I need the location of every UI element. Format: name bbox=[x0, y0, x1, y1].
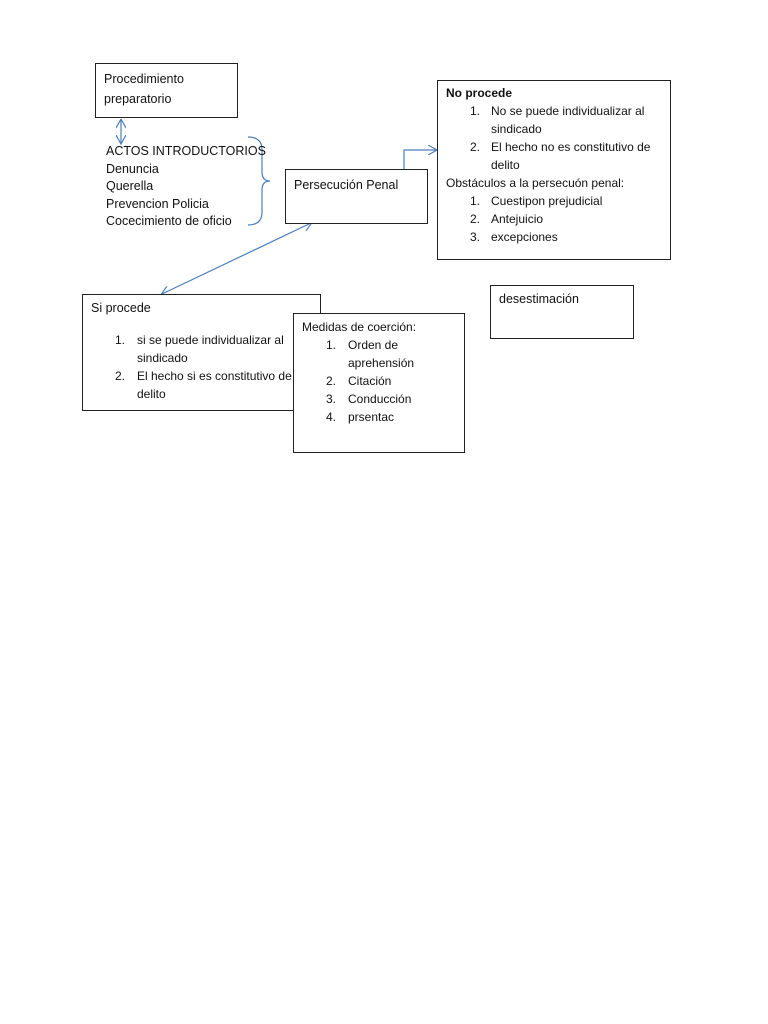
list-number: 3. bbox=[326, 392, 337, 406]
medidas-list: 1. Orden de aprehensión 2. Citación 3. C… bbox=[326, 336, 456, 426]
list-item: 3. Conducción bbox=[326, 390, 456, 408]
procedimiento-box: Procedimiento preparatorio bbox=[95, 63, 238, 118]
persecucion-label: Persecución Penal bbox=[294, 178, 399, 192]
medidas-box: Medidas de coerción: 1. Orden de aprehen… bbox=[293, 313, 465, 453]
list-text: aprehensión bbox=[348, 356, 415, 370]
list-text: delito bbox=[491, 158, 520, 172]
list-item: 2. Antejuicio bbox=[470, 210, 662, 228]
list-number: 1. bbox=[470, 104, 481, 118]
si-procede-title: Si procede bbox=[91, 301, 151, 315]
list-text: No se puede individualizar al bbox=[491, 104, 645, 118]
medidas-title: Medidas de coerción: bbox=[302, 320, 417, 334]
actos-item: Prevencion Policia bbox=[106, 196, 209, 211]
obstaculos-list: 1. Cuestipon prejudicial 2. Antejuicio 3… bbox=[470, 192, 662, 246]
list-number: 1. bbox=[470, 194, 481, 208]
procedimiento-line1: Procedimiento bbox=[104, 72, 184, 86]
double-arrow-persecucion-si-procede bbox=[162, 223, 311, 294]
brace-actos bbox=[247, 136, 271, 226]
list-item: 3. excepciones bbox=[470, 228, 662, 246]
list-item: 1. No se puede individualizar al sindica… bbox=[470, 102, 662, 138]
list-number: 2. bbox=[115, 369, 126, 383]
procedimiento-line2: preparatorio bbox=[104, 92, 172, 106]
list-text: Citación bbox=[348, 374, 392, 388]
list-text: sindicado bbox=[491, 122, 542, 136]
desestimacion-label: desestimación bbox=[499, 292, 579, 306]
actos-item: Cocecimiento de oficio bbox=[106, 214, 232, 228]
list-item: 2. El hecho no es constitutivo de delito bbox=[470, 138, 662, 174]
list-text: Cuestipon prejudicial bbox=[491, 194, 603, 208]
no-procede-list: 1. No se puede individualizar al sindica… bbox=[470, 102, 662, 174]
persecucion-box: Persecución Penal bbox=[285, 169, 428, 224]
arrow-persecucion-no-procede bbox=[403, 150, 436, 169]
obstaculos-title: Obstáculos a la persecuón penal: bbox=[446, 176, 625, 190]
no-procede-box: No procede 1. No se puede individualizar… bbox=[437, 80, 671, 260]
list-number: 3. bbox=[470, 230, 481, 244]
list-text: El hecho no es constitutivo de bbox=[491, 140, 651, 154]
list-text: sindicado bbox=[137, 351, 188, 365]
actos-title: ACTOS INTRODUCTORIOS bbox=[106, 144, 266, 158]
list-text: Orden de bbox=[348, 338, 399, 352]
actos-item: Querella bbox=[106, 179, 154, 193]
list-number: 2. bbox=[470, 140, 481, 154]
no-procede-title: No procede bbox=[446, 86, 513, 100]
list-number: 1. bbox=[326, 338, 337, 352]
list-number: 1. bbox=[115, 333, 126, 347]
list-item: 1. Cuestipon prejudicial bbox=[470, 192, 662, 210]
list-text: Antejuicio bbox=[491, 212, 544, 226]
list-number: 2. bbox=[470, 212, 481, 226]
si-procede-box: Si procede 1. si se puede individualizar… bbox=[82, 294, 321, 411]
list-item: 1. Orden de aprehensión bbox=[326, 336, 456, 372]
list-item: 1. si se puede individualizar al sindica… bbox=[115, 331, 312, 367]
desestimacion-box: desestimación bbox=[490, 285, 634, 339]
list-text: Conducción bbox=[348, 392, 412, 406]
list-text: El hecho si es constitutivo de bbox=[137, 369, 292, 383]
actos-item: Denuncia bbox=[106, 161, 159, 176]
list-number: 4. bbox=[326, 410, 337, 424]
list-text: delito bbox=[137, 387, 166, 401]
list-item: 2. El hecho si es constitutivo de delito bbox=[115, 367, 312, 403]
list-number: 2. bbox=[326, 374, 337, 388]
list-text: excepciones bbox=[491, 230, 558, 244]
si-procede-list: 1. si se puede individualizar al sindica… bbox=[115, 331, 312, 403]
list-item: 4. prsentac bbox=[326, 408, 456, 426]
actos-list: ACTOS INTRODUCTORIOS Denuncia Querella P… bbox=[106, 143, 266, 231]
list-item: 2. Citación bbox=[326, 372, 456, 390]
list-text: prsentac bbox=[348, 410, 395, 424]
list-text: si se puede individualizar al bbox=[137, 333, 284, 347]
